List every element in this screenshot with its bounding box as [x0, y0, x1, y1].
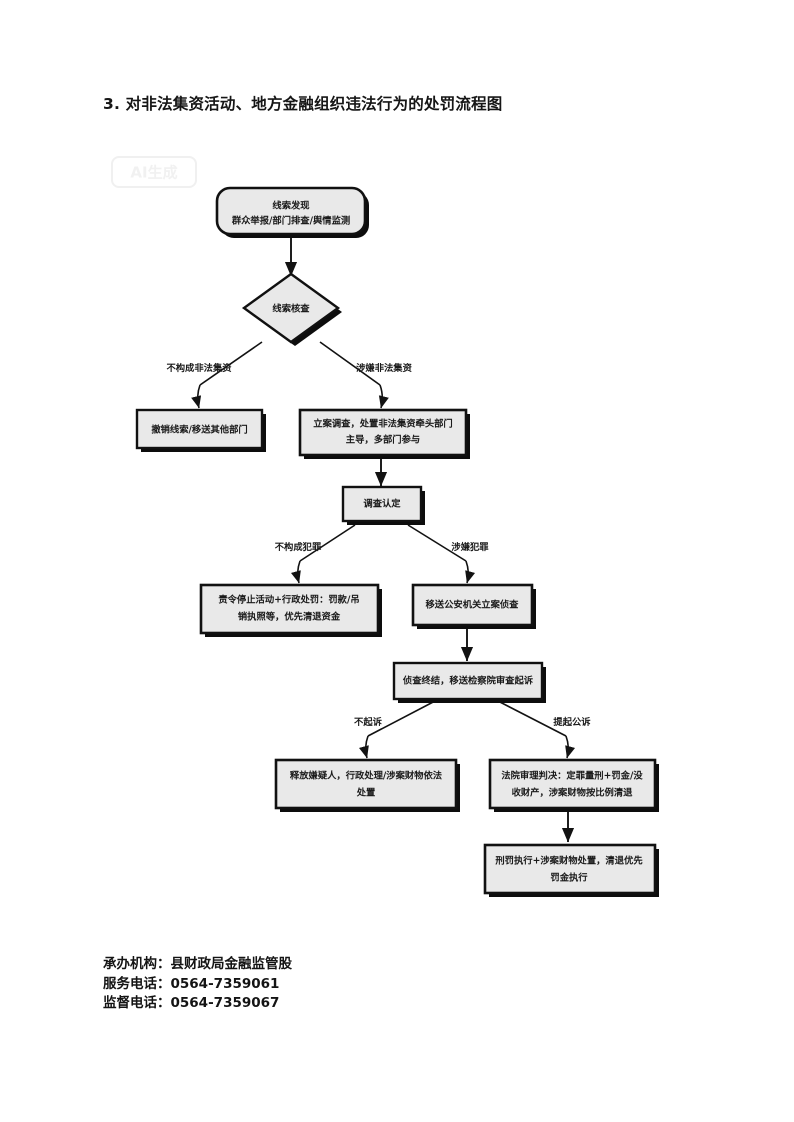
node-dismiss-label: 撤销线索/移送其他部门 — [151, 424, 247, 436]
node-verify[interactable]: 线索核查 — [241, 272, 342, 346]
footer-agency: 承办机构：县财政局金融监管股 — [103, 956, 292, 972]
node-admin-penalty-line-2: 销执照等，优先清退资金 — [238, 611, 341, 623]
edge-determine-police-b — [465, 560, 476, 584]
node-start-line-2: 群众举报/部门排查/舆情监测 — [231, 215, 350, 227]
node-prosecutor-review-label: 侦查终结，移送检察院审查起诉 — [402, 675, 534, 687]
edge-verify-dismiss-a — [199, 341, 263, 386]
node-admin-penalty-line-1: 责令停止活动+行政处罚：罚款/吊 — [218, 594, 359, 606]
edge-prosecutor-release-b — [358, 735, 369, 759]
node-dismiss[interactable]: 撤销线索/移送其他部门 — [135, 408, 266, 452]
edge-prosecutor-release-a — [367, 699, 438, 737]
node-case-open[interactable]: 立案调查，处置非法集资牵头部门 主导，多部门参与 — [298, 408, 470, 459]
node-verify-label: 线索核查 — [272, 303, 310, 315]
node-admin-penalty[interactable]: 责令停止活动+行政处罚：罚款/吊 销执照等，优先清退资金 — [199, 583, 382, 637]
node-court-judgment[interactable]: 法院审理判决：定罪量刑+罚金/没 收财产，涉案财物按比例清退 — [488, 758, 659, 812]
page-title: 3. 对非法集资活动、地方金融组织违法行为的处罚流程图 — [103, 95, 503, 113]
node-execution[interactable]: 刑罚执行+涉案财物处置，清退优先 罚金执行 — [483, 843, 659, 897]
flowchart-container: AI生成 — [0, 140, 794, 940]
footer-contact-block: 承办机构：县财政局金融监管股 服务电话：0564-7359061 监督电话：05… — [103, 955, 292, 1014]
edge-verify-case-b — [378, 384, 389, 409]
node-case-open-line-2: 主导，多部门参与 — [346, 434, 420, 446]
edge-label-suspected-crime: 涉嫌犯罪 — [451, 541, 489, 553]
edge-verify-case-a — [319, 341, 381, 386]
node-determine[interactable]: 调查认定 — [341, 485, 425, 525]
node-prosecutor-review[interactable]: 侦查终结，移送检察院审查起诉 — [392, 661, 546, 703]
footer-supervision-phone: 监督电话：0564-7359067 — [103, 995, 280, 1011]
node-start-line-1: 线索发现 — [272, 200, 310, 212]
node-release-line-1: 释放嫌疑人，行政处理/涉案财物依法 — [290, 770, 442, 782]
edge-determine-admin-b — [290, 560, 301, 584]
node-court-judgment-line-1: 法院审理判决：定罪量刑+罚金/没 — [501, 770, 643, 782]
edge-label-no-crime: 不构成犯罪 — [275, 541, 322, 553]
edge-label-not-illegal-fundraising: 不构成非法集资 — [166, 362, 232, 374]
watermark-label: AI生成 — [130, 164, 177, 182]
node-execution-line-2: 罚金执行 — [550, 872, 588, 884]
edge-verify-dismiss-b — [191, 384, 202, 409]
node-release[interactable]: 释放嫌疑人，行政处理/涉案财物依法 处置 — [274, 758, 460, 812]
node-execution-line-1: 刑罚执行+涉案财物处置，清退优先 — [495, 855, 643, 867]
node-case-open-line-1: 立案调查，处置非法集资牵头部门 — [313, 418, 452, 430]
edge-prosecutor-court-a — [495, 699, 567, 737]
edge-label-no-prosecution: 不起诉 — [354, 716, 383, 728]
edge-label-suspected-illegal-fundraising: 涉嫌非法集资 — [356, 362, 412, 374]
node-start[interactable]: 线索发现 群众举报/部门排查/舆情监测 — [215, 186, 369, 238]
node-transfer-police[interactable]: 移送公安机关立案侦查 — [411, 583, 536, 629]
node-determine-label: 调查认定 — [363, 498, 401, 510]
edge-layer — [191, 236, 576, 843]
edge-determine-police-a — [407, 524, 467, 562]
node-release-line-2: 处置 — [356, 787, 376, 799]
node-court-judgment-line-2: 收财产，涉案财物按比例清退 — [512, 787, 634, 799]
footer-service-phone: 服务电话：0564-7359061 — [103, 975, 280, 992]
edge-prosecutor-court-b — [565, 735, 576, 759]
ai-watermark: AI生成 — [111, 156, 197, 188]
edge-label-public-prosecution: 提起公诉 — [553, 716, 591, 728]
edge-determine-admin-a — [299, 524, 356, 562]
flowchart-svg: AI生成 — [111, 156, 659, 897]
node-transfer-police-label: 移送公安机关立案侦查 — [426, 599, 520, 611]
